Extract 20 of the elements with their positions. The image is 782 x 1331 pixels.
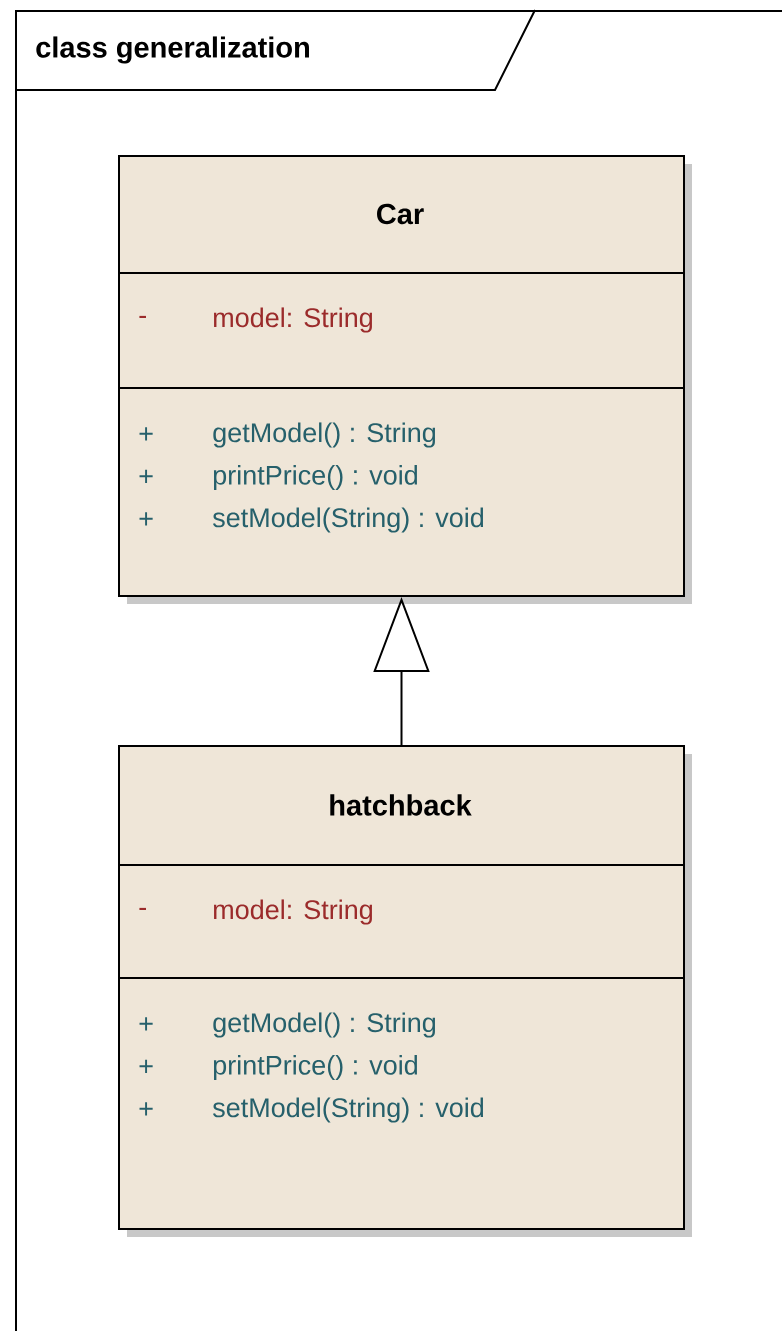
class-name: hatchback [330,794,472,816]
operation-text: printPrice() : void [213,464,417,491]
operation-text: getModel() : String [213,1012,436,1038]
visibility-sign: + [139,1017,153,1031]
class-box [117,745,692,1237]
visibility-sign: + [139,512,153,526]
operation-text: setModel(String) : void [212,507,484,533]
class-name: Car [377,203,424,225]
visibility-sign: + [139,427,153,441]
attribute-text: model: String [214,899,372,925]
operation-text: setModel(String) : void [212,1097,484,1123]
visibility-sign: + [139,1059,153,1073]
attribute-text: model: String [214,307,372,333]
operation-text: getModel() : String [213,422,436,448]
visibility-sign: - [139,315,146,318]
visibility-sign: + [139,1102,153,1116]
class-box [117,155,692,604]
visibility-sign: - [139,907,146,910]
visibility-sign: + [139,469,153,483]
operation-text: printPrice() : void [213,1054,417,1081]
